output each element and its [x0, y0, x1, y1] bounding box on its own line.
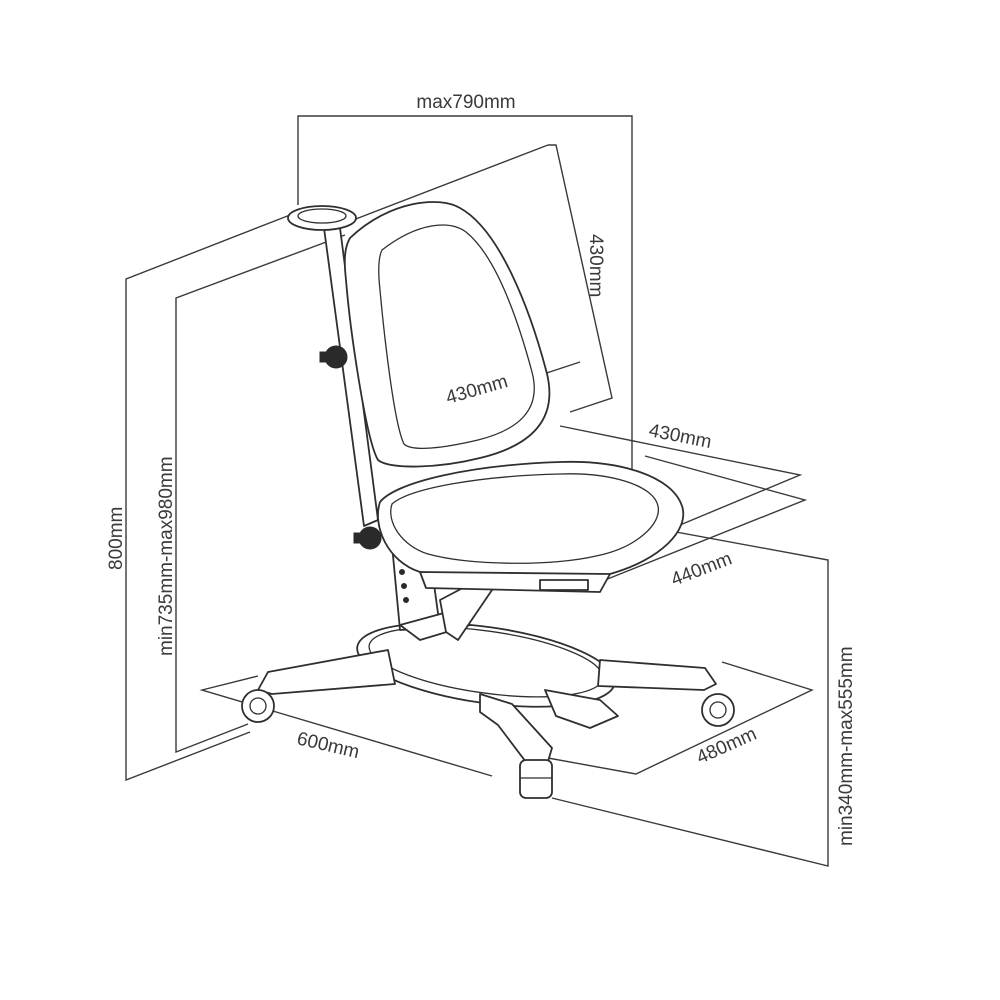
base-depth-dimension-line — [547, 661, 814, 775]
height-735-980-dimension-line — [175, 234, 346, 754]
base-leg-right — [597, 659, 717, 691]
seat-height-dimension-line — [551, 517, 829, 867]
height-800-dimension-line — [125, 214, 291, 782]
label-seat-height: min340mm-max555mm — [836, 646, 857, 846]
backrest-shell — [343, 201, 551, 468]
base-width-dimension-line — [199, 675, 493, 777]
seat-depth-dimension-line — [599, 455, 808, 583]
dimension-lines — [125, 115, 829, 867]
seat-lever — [539, 579, 589, 591]
back-height-dimension-line — [548, 144, 613, 413]
label-back-height: 430mm — [585, 234, 606, 297]
label-seat-width: 430mm — [647, 420, 713, 453]
base-leg-right-front — [544, 689, 619, 729]
chair — [241, 201, 735, 799]
label-max790: max790mm — [416, 92, 515, 113]
backrest-knob-upper — [319, 345, 348, 369]
caster-front — [519, 759, 553, 799]
caster-right — [701, 693, 735, 727]
seat-cushion — [390, 473, 659, 564]
backrest-knob-lower — [353, 526, 382, 550]
height-hole — [403, 597, 409, 603]
backrest-cushion — [378, 224, 535, 449]
seat-width-dimension-line — [559, 425, 803, 526]
height-hole — [399, 569, 405, 575]
bag-hook-ring-inner — [297, 208, 347, 224]
caster-left — [241, 689, 275, 723]
base-leg-left — [257, 649, 396, 695]
bag-hook-ring — [287, 205, 357, 231]
label-seat-depth: 440mm — [668, 548, 735, 590]
max790-dimension-line — [297, 115, 633, 540]
seat-shell — [377, 460, 685, 585]
label-height-735-980: min735mm-max980mm — [156, 456, 177, 656]
label-height-800: 800mm — [106, 507, 127, 570]
height-hole — [401, 583, 407, 589]
back-top-extension — [347, 144, 549, 223]
